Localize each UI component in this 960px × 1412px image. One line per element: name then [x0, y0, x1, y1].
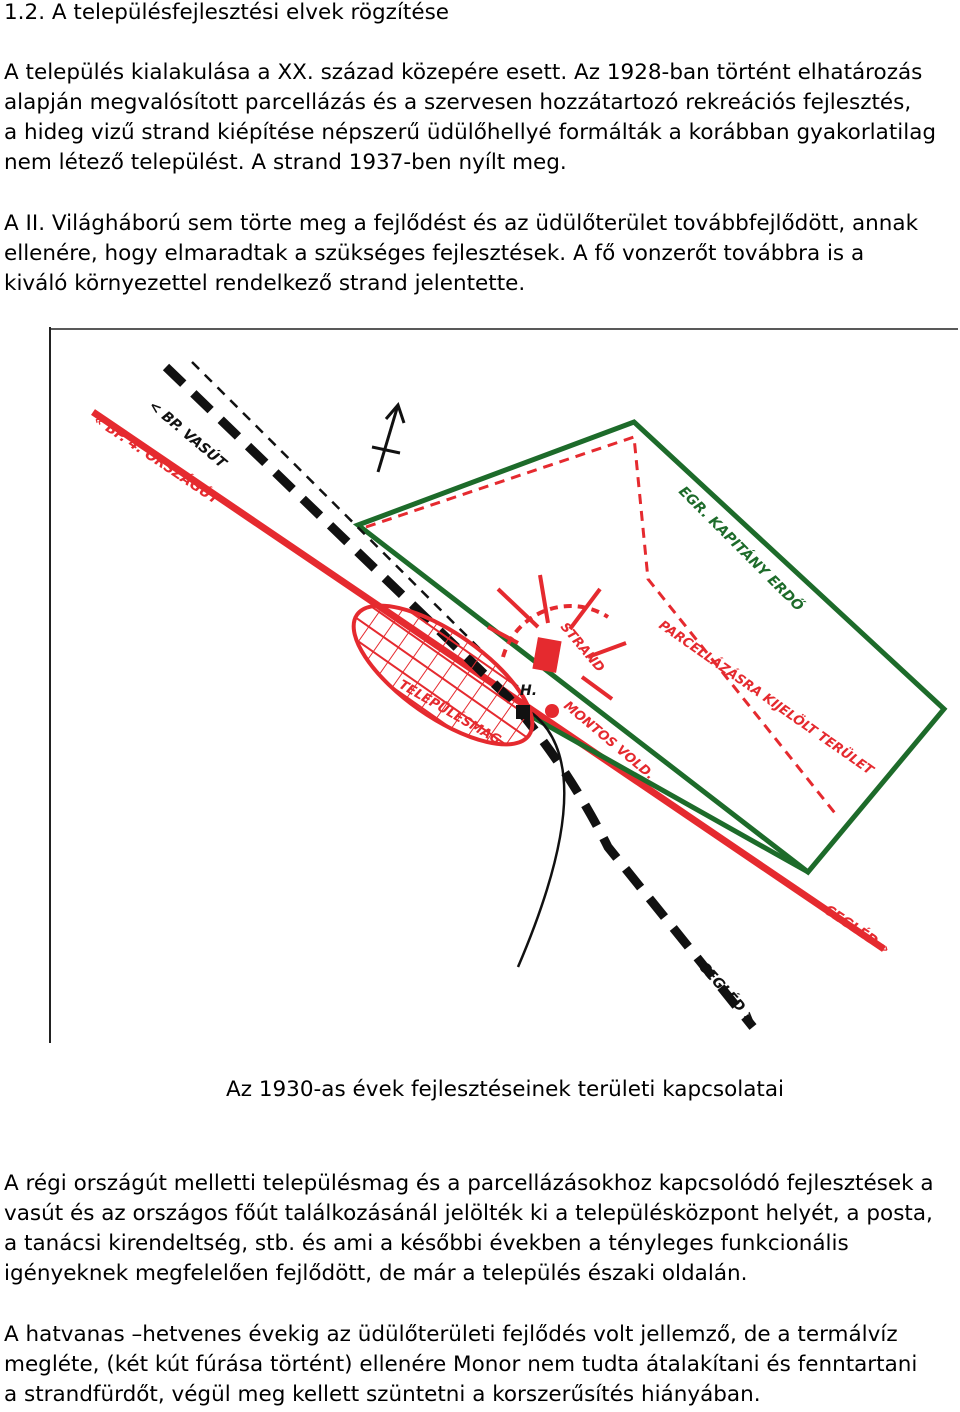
label-parcel: PARCELLÁZÁSRA KIJELÖLT TERÜLET	[656, 617, 878, 779]
text-line: A hatvanas –hetvenes évekig az üdülőterü…	[4, 1322, 898, 1347]
north-arrow-icon	[371, 402, 406, 473]
label-strand: STRAND	[557, 620, 607, 676]
label-cegled-rail: CEGLÉD >	[695, 958, 760, 1027]
road-forest-edge	[516, 706, 810, 875]
paragraph-ww2: A II. Világháború sem törte meg a fejlőd…	[4, 209, 918, 299]
text-line: igényeknek megfelelően fejlődött, de már…	[4, 1261, 748, 1286]
junction-marker	[516, 705, 530, 719]
strand-arrows	[487, 574, 627, 701]
center-dot	[545, 704, 559, 718]
text-line: alapján megvalósított parcellázás és a s…	[4, 90, 912, 115]
label-road-bp: « BP. 4. ORSZÁGÚT	[91, 410, 225, 508]
curve-road	[516, 705, 566, 968]
text-line: ellenére, hogy elmaradtak a szükséges fe…	[4, 241, 865, 266]
text-line: A régi országút melletti településmag és…	[4, 1171, 934, 1196]
text-line: nem létező települést. A strand 1937-ben…	[4, 150, 567, 175]
paragraph-intro: A település kialakulása a XX. század köz…	[4, 58, 936, 178]
text-line: megléte, (két kút fúrása történt) ellené…	[4, 1352, 918, 1377]
rail-branch	[191, 361, 519, 688]
text-line: a hideg vizű strand kiépítése népszerű ü…	[4, 120, 937, 145]
label-cegled-road: CEGLÉD »	[821, 901, 893, 957]
paragraph-center: A régi országút melletti településmag és…	[4, 1169, 934, 1289]
section-heading: 1.2. A településfejlesztési elvek rögzít…	[4, 0, 450, 25]
label-forest: EGR. KAPITÁNY ERDŐ	[675, 482, 808, 615]
label-hatched: H.	[520, 683, 537, 699]
forest-boundary	[352, 419, 948, 876]
text-line: vasút és az országos főút találkozásánál…	[4, 1201, 933, 1226]
strand-marker	[532, 637, 562, 673]
figure-caption: Az 1930-as évek fejlesztéseinek területi…	[226, 1077, 784, 1102]
development-sketch-map: « BP. 4. ORSZÁGÚT < BP. VASÚT EGR. KAPIT…	[49, 327, 958, 1043]
text-line: A II. Világháború sem törte meg a fejlőd…	[4, 211, 919, 236]
text-line: A település kialakulása a XX. század köz…	[4, 60, 923, 85]
parcel-zone-boundary	[365, 434, 840, 818]
text-line: kiváló környezettel rendelkező strand je…	[4, 271, 526, 296]
paragraph-decline: A hatvanas –hetvenes évekig az üdülőterü…	[4, 1320, 917, 1410]
settlement-core	[351, 603, 535, 747]
text-line: a strandfürdőt, végül meg kellett szünte…	[4, 1382, 761, 1407]
text-line: a tanácsi kirendeltség, stb. és ami a ké…	[4, 1231, 849, 1256]
